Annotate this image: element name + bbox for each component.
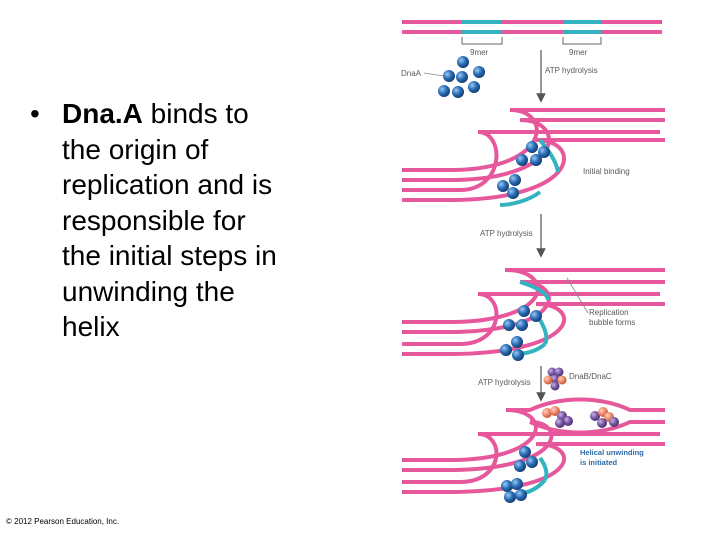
dnaa-protein-cluster-bound-1 [497, 141, 550, 199]
bubble-pointer [566, 277, 589, 314]
copyright-notice: © 2012 Pearson Education, Inc. [6, 517, 120, 526]
helical-unwinding-label-line2: is initiated [580, 458, 618, 467]
replication-bubble-label-line1: Replication [589, 308, 629, 317]
dnaa-label: DnaA [401, 69, 422, 78]
dnab-dnac-complex-free [543, 367, 567, 391]
dnaa-protein-cluster-bound-2 [500, 305, 542, 361]
bullet-text: Dna.A binds to the origin of replication… [62, 96, 292, 345]
dnab-helicase-left [542, 406, 573, 428]
ninemer-label-right: 9mer [569, 48, 588, 57]
helical-unwinding-label-line1: Helical unwinding [580, 448, 644, 457]
dnab-dnac-label: DnaB/DnaC [569, 372, 612, 381]
dnaa-protein-cluster-bound-3 [501, 446, 538, 503]
dnaa-pointer [423, 72, 445, 77]
dnaa-protein-cluster-free [438, 56, 485, 98]
replication-bubble-label-line2: bubble forms [589, 318, 635, 327]
atp-label-1: ATP hydrolysis [545, 66, 598, 75]
atp-label-3: ATP hydrolysis [478, 378, 531, 387]
bullet-marker: • [30, 98, 40, 129]
ninemer-label-left: 9mer [470, 48, 489, 57]
bullet-bold-term: Dna.A [62, 98, 143, 129]
dna-loop-replication-bubble [402, 268, 665, 356]
dna-helical-unwinding [402, 397, 665, 496]
atp-label-2: ATP hydrolysis [480, 229, 533, 238]
dnab-helicase-right [590, 407, 619, 428]
initial-binding-label: Initial binding [583, 167, 630, 176]
origin-dna-duplex [402, 20, 662, 45]
bullet-body: binds to the origin of replication and i… [62, 98, 277, 342]
